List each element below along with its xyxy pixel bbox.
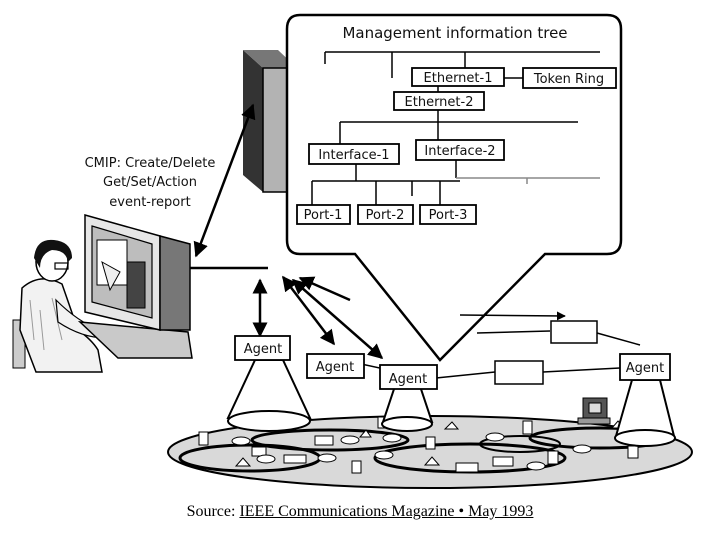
cmip-line-3: event-report <box>109 195 190 210</box>
source-caption: Source: IEEE Communications Magazine • M… <box>0 503 720 521</box>
network-devices <box>494 320 598 385</box>
tree-node-port-3: Port-3 <box>429 208 468 223</box>
source-prefix: Source: <box>186 503 240 520</box>
tree-node-ethernet-2: Ethernet-2 <box>405 95 474 110</box>
tree-node-port-1: Port-1 <box>304 208 343 223</box>
agent-label-1: Agent <box>244 342 282 357</box>
source-publication: IEEE Communications Magazine • May 1993 <box>239 503 534 520</box>
network-links <box>351 311 641 379</box>
mib-callout <box>285 13 623 362</box>
mib-tree-title: Management information tree <box>342 24 567 42</box>
agent-label-4: Agent <box>626 361 664 376</box>
tree-node-port-2: Port-2 <box>366 208 405 223</box>
management-arrows <box>190 103 384 359</box>
agent-boxes <box>234 335 671 390</box>
tree-node-interface-2: Interface-2 <box>424 144 495 159</box>
cmip-line-2: Get/Set/Action <box>103 175 197 190</box>
agent-cones <box>226 359 676 447</box>
mib-tree-lines <box>311 51 600 205</box>
operator-figure <box>12 214 193 373</box>
mib-tree-boxes <box>296 67 617 225</box>
agent-label-3: Agent <box>389 372 427 387</box>
tree-node-interface-1: Interface-1 <box>318 148 389 163</box>
cmip-line-1: CMIP: Create/Delete <box>85 156 216 171</box>
tree-node-ethernet-1: Ethernet-1 <box>424 71 493 86</box>
tree-node-token-ring: Token Ring <box>533 72 604 87</box>
agent-label-2: Agent <box>316 360 354 375</box>
network-floor <box>167 397 693 489</box>
